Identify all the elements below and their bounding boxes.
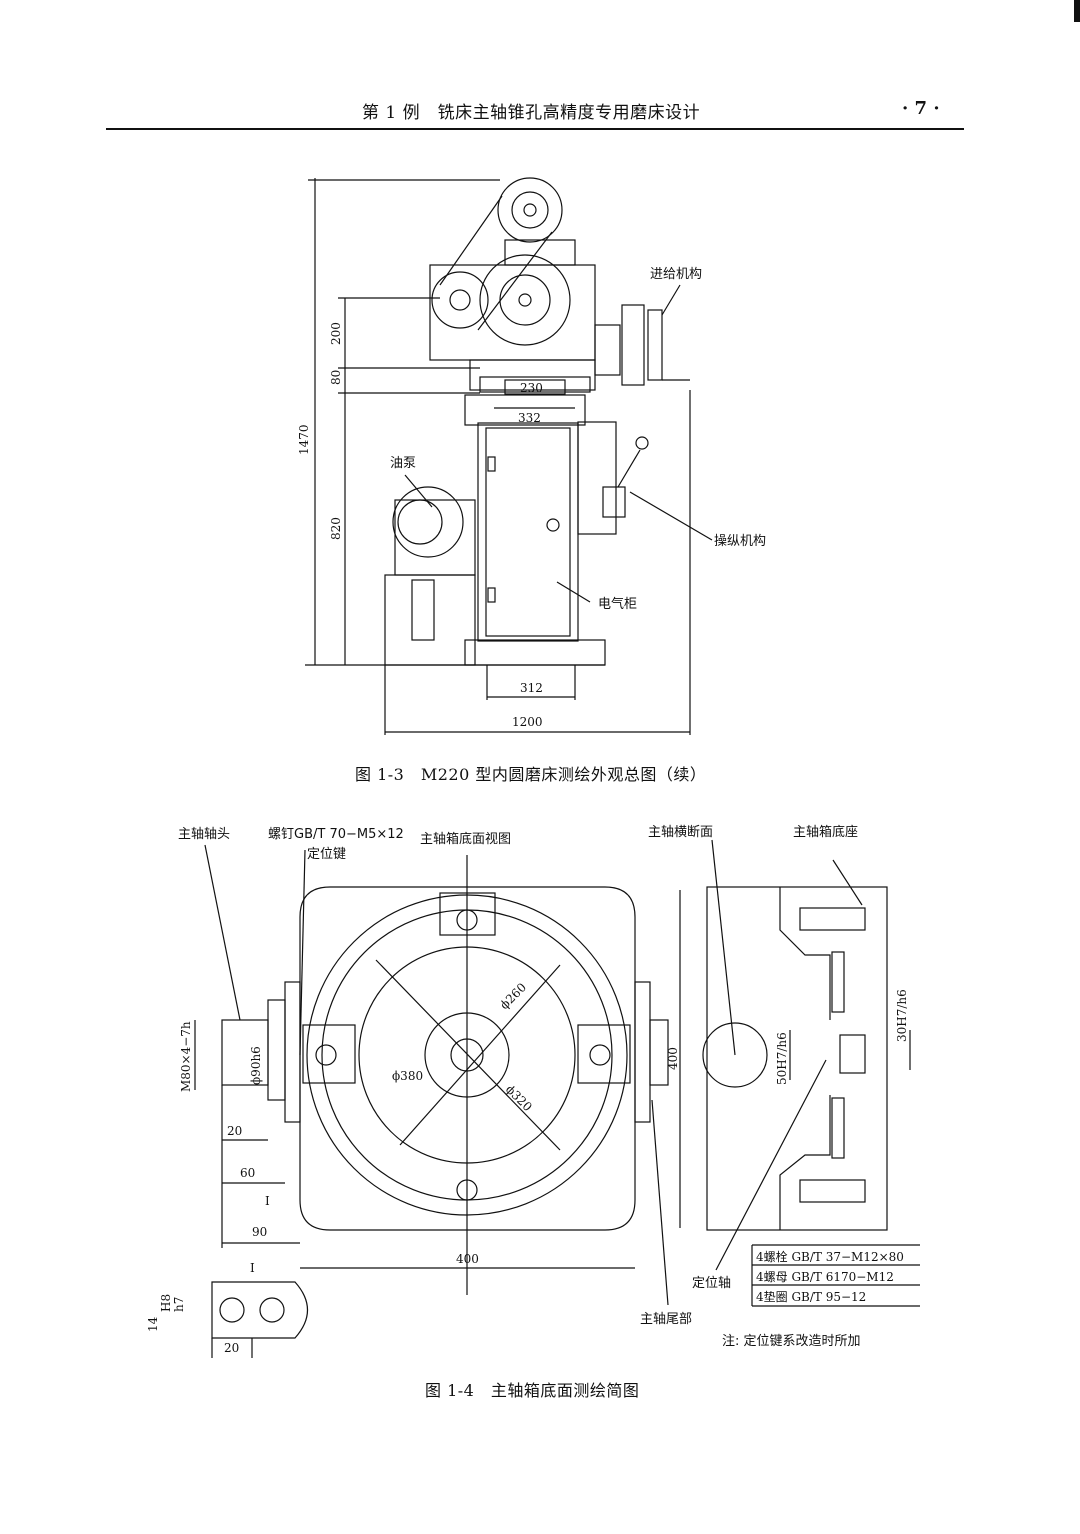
dim-200: 200: [329, 322, 343, 345]
dim-400-horizontal: 400: [456, 1252, 479, 1266]
running-header-title: 第 1 例 铣床主轴锥孔高精度专用磨床设计: [362, 103, 701, 123]
figure-1-4-caption: 图 1-4 主轴箱底面测绘简图: [425, 1381, 640, 1400]
cross-section-label: 主轴横断面: [648, 825, 713, 840]
dim-phi320: ϕ320: [503, 1082, 535, 1114]
dim-20-detail: 20: [224, 1341, 239, 1355]
screw-label: 螺钉GB/T 70−M5×12: [268, 827, 404, 842]
dim-h8: H8: [159, 1294, 173, 1312]
detail-i-label: I: [250, 1261, 255, 1275]
dim-14: 14: [146, 1316, 160, 1332]
dim-30h7h6: 30H7/h6: [895, 989, 909, 1042]
dim-phi90h6: ϕ90h6: [249, 1046, 263, 1085]
figure-1-3-caption: 图 1-3 M220 型内圆磨床测绘外观总图（续）: [355, 765, 707, 784]
base-seat-label: 主轴箱底座: [793, 824, 858, 840]
locating-shaft-label: 定位轴: [692, 1276, 731, 1291]
section-mark-i: I: [265, 1194, 270, 1208]
spindle-nose-label: 主轴轴头: [178, 827, 230, 842]
parts-row-washer: 4垫圈 GB/T 95−12: [756, 1289, 866, 1304]
dim-400-vertical: 400: [666, 1047, 680, 1070]
parts-row-bolt: 4螺栓 GB/T 37−M12×80: [756, 1249, 904, 1264]
dim-phi260: ϕ260: [497, 980, 529, 1012]
electric-cabinet-label: 电气柜: [598, 596, 637, 612]
feed-mechanism-label: 进给机构: [650, 267, 702, 282]
dim-50h7h6: 50H7/h6: [775, 1032, 789, 1085]
control-mechanism-label: 操纵机构: [714, 533, 766, 549]
parts-row-nut: 4螺母 GB/T 6170−M12: [756, 1270, 894, 1284]
locating-key-label: 定位键: [307, 847, 346, 862]
header-rule: [106, 128, 964, 130]
dim-90: 90: [252, 1225, 267, 1239]
dim-1200: 1200: [512, 715, 543, 729]
oil-pump-label: 油泵: [390, 456, 416, 471]
dim-m80: M80×4−7h: [179, 1021, 193, 1092]
dim-312: 312: [520, 681, 543, 695]
bottom-view-label: 主轴箱底面视图: [420, 831, 511, 847]
edge-mark: [1074, 0, 1080, 22]
figure-1-3-drawing: 进给机构 油泵 操纵机构 电气柜 1470 200 80 820 230 332…: [297, 177, 766, 735]
dim-80: 80: [329, 370, 343, 385]
note-text: 注: 定位键系改造时所加: [722, 1334, 861, 1349]
page-number: · 7 ·: [902, 98, 940, 119]
dim-20-top: 20: [227, 1124, 242, 1138]
dim-332: 332: [518, 411, 541, 425]
dim-230: 230: [520, 381, 543, 395]
dim-h7: h7: [172, 1297, 186, 1312]
dim-1470: 1470: [297, 424, 311, 455]
dim-phi380: ϕ380: [392, 1069, 423, 1083]
spindle-tail-label: 主轴尾部: [640, 1312, 692, 1327]
dim-60: 60: [240, 1166, 255, 1180]
dim-820: 820: [329, 517, 343, 540]
